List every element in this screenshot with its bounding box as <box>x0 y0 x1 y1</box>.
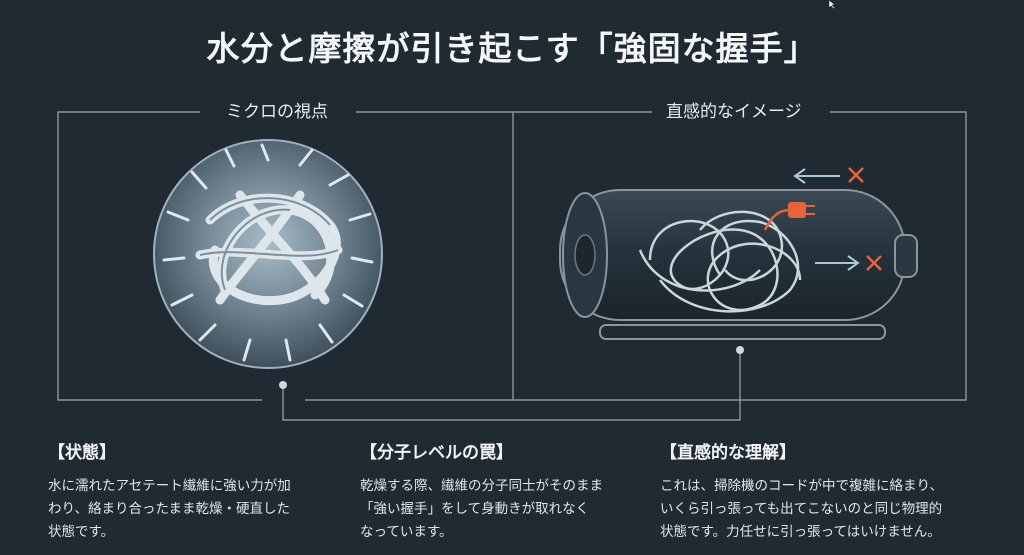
caption-molecular-trap: 【分子レベルの罠】 乾燥する際、繊維の分子同士がそのまま 「強い握手」をして身動… <box>360 438 650 544</box>
caption-line: 状態です。 <box>48 524 115 540</box>
left-arrow-icon <box>793 168 840 184</box>
caption-line: いくら引っ張っても出てこないのと同じ物理的 <box>660 501 943 517</box>
connector-dot-left <box>279 381 287 389</box>
caption-intuitive: 【直感的な理解】 これは、掃除機のコードが中で複雑に絡まり、 いくら引っ張っても… <box>660 438 1000 544</box>
right-arrow-icon <box>815 255 860 271</box>
caption-line: 乾燥する際、繊維の分子同士がそのまま <box>360 478 603 494</box>
caption-heading: 【状態】 <box>48 443 116 463</box>
caption-line: 水に濡れたアセテート繊維に強い力が加 <box>48 478 291 494</box>
left-frame <box>57 111 262 401</box>
fiber-spikes <box>162 143 374 362</box>
caption-state: 【状態】 水に濡れたアセテート繊維に強い力が加 わり、絡まり合ったまま乾燥・硬直… <box>48 438 348 544</box>
caption-line: 「強い握手」をして身動きが取れなく <box>360 501 590 517</box>
page-title: 水分と摩擦が引き起こす「強固な握手」 <box>206 29 818 68</box>
plug-cord <box>763 208 791 231</box>
panel-frames <box>57 111 967 421</box>
caption-heading: 【分子レベルの罠】 <box>360 443 513 463</box>
caption-line: わり、絡まり合ったまま乾燥・硬直した <box>48 501 291 517</box>
caption-heading: 【直感的な理解】 <box>660 443 796 463</box>
connector-left <box>282 350 741 421</box>
right-panel-label: 直感的なイメージ <box>658 97 810 122</box>
mouse-cursor-icon <box>828 0 836 10</box>
caption-line: 状態です。力任せに引っ張ってはいけません。 <box>660 524 941 540</box>
x-mark-icon <box>848 167 864 183</box>
right-frame <box>305 111 967 401</box>
vacuum-cylinder <box>559 189 918 340</box>
micro-sphere <box>153 139 383 369</box>
x-mark-icon <box>866 255 882 271</box>
caption-line: これは、掃除機のコードが中で複雑に絡まり、 <box>660 478 943 494</box>
caption-line: なっています。 <box>360 524 453 540</box>
connector-dot-right <box>736 346 744 354</box>
plug-icon <box>788 202 806 218</box>
left-panel-label: ミクロの視点 <box>218 97 336 122</box>
tangled-cord <box>638 210 802 313</box>
